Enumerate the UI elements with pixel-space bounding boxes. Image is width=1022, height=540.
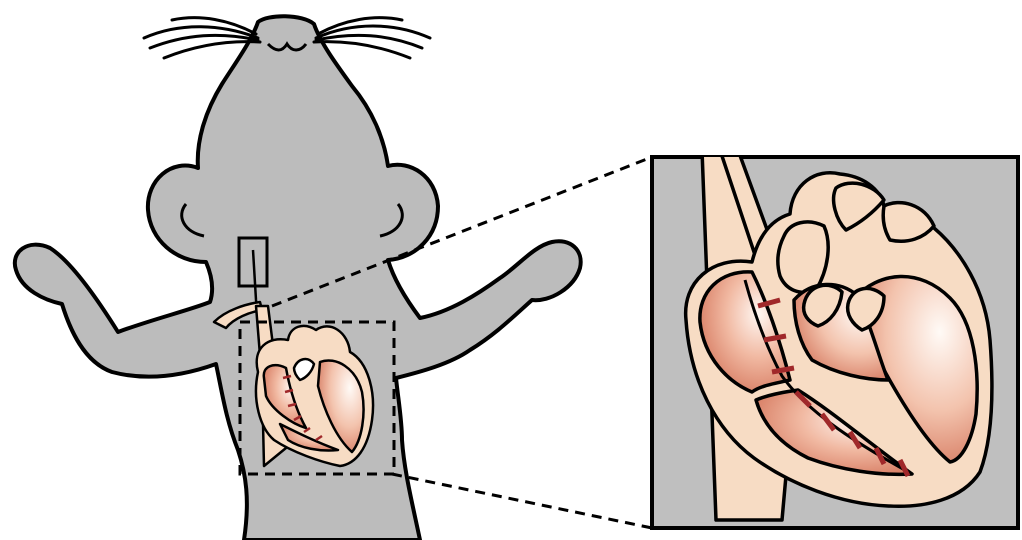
whiskers-right: [314, 18, 430, 58]
mouse-body: [15, 16, 581, 540]
inset-right-atrium: [778, 222, 828, 292]
heart-inset: [652, 150, 1018, 528]
mouse-silhouette: [15, 16, 581, 540]
